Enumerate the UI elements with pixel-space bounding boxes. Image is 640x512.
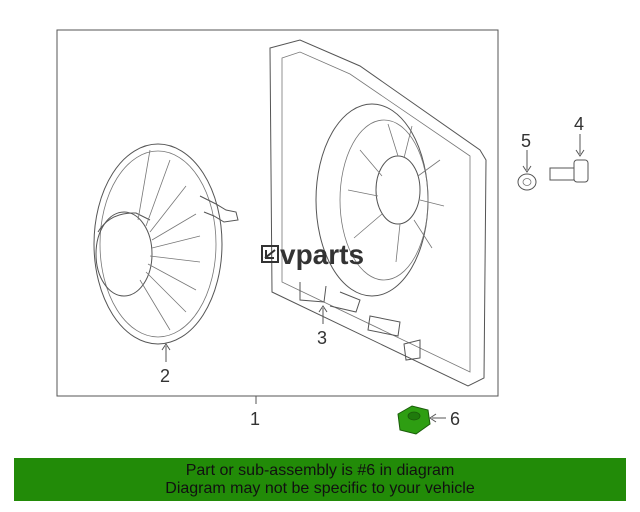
clip-nut-part-highlighted (397, 405, 431, 435)
banner-line-1: Part or sub-assembly is #6 in diagram (185, 461, 455, 479)
fan-shroud (269, 39, 487, 387)
assembly-frame (56, 29, 499, 397)
callout-4: 4 (574, 114, 584, 134)
callout-3: 3 (317, 328, 327, 348)
notice-banner: Part or sub-assembly is #6 in diagram Di… (14, 458, 626, 501)
watermark-text: vparts (280, 239, 364, 270)
callout-2: 2 (160, 366, 170, 386)
banner-line-2: Diagram may not be specific to your vehi… (165, 479, 475, 497)
watermark-logo: vparts (261, 239, 364, 270)
fan-motor-assembly (93, 143, 239, 345)
callout-1: 1 (250, 409, 260, 429)
bolt-part (549, 159, 589, 183)
callout-5: 5 (521, 131, 531, 151)
washer-part (517, 173, 537, 191)
leader-lines (161, 134, 585, 423)
callout-6: 6 (450, 409, 460, 429)
